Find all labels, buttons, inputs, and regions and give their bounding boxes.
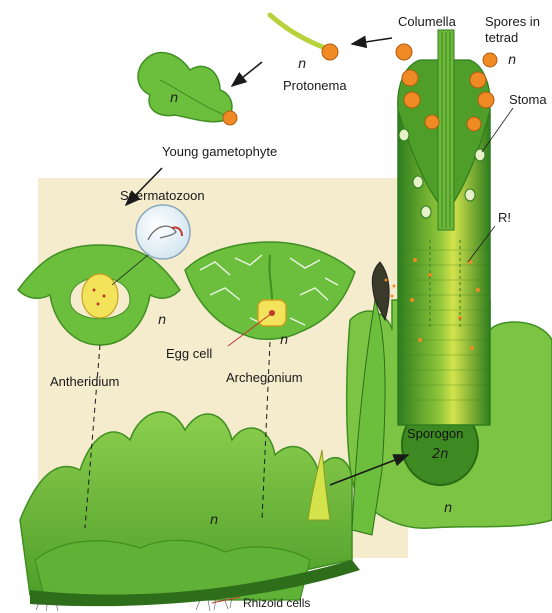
label-archegonium: Archegonium: [226, 370, 303, 385]
young-gametophyte-spore: [223, 111, 237, 125]
ploidy-foot: n: [444, 501, 452, 516]
label-columella: Columella: [398, 14, 457, 29]
ploidy-antheridium: n: [158, 313, 166, 328]
antheridium: [82, 274, 118, 318]
label-spermatozoon: Spermatozoon: [120, 188, 205, 203]
label-tetrad: tetrad: [485, 30, 518, 45]
protonema: [270, 15, 325, 48]
ploidy-thallus: n: [210, 513, 218, 528]
arrow-protonema-to-gametophyte: [232, 62, 262, 86]
ploidy-young-gametophyte: n: [170, 91, 178, 106]
label-antheridium: Antheridium: [50, 374, 119, 389]
label-r-mark: R!: [498, 210, 511, 225]
ploidy-archegonium: n: [280, 333, 288, 348]
label-spores-in: Spores in: [485, 14, 540, 29]
ploidy-tetrad: n: [508, 53, 516, 68]
label-protonema: Protonema: [283, 78, 347, 93]
label-stoma: Stoma: [509, 92, 547, 107]
ploidy-protonema: n: [298, 57, 306, 72]
label-rhizoid-cells: Rhizoid cells: [243, 596, 310, 610]
label-egg-cell: Egg cell: [166, 346, 212, 361]
label-sporogon: Sporogon: [407, 426, 463, 441]
label-young-gametophyte: Young gametophyte: [162, 144, 277, 159]
arrow-tetrad-to-protonema: [352, 38, 392, 44]
ploidy-sporogon: 2n: [432, 447, 449, 462]
protonema-spore: [322, 44, 338, 60]
